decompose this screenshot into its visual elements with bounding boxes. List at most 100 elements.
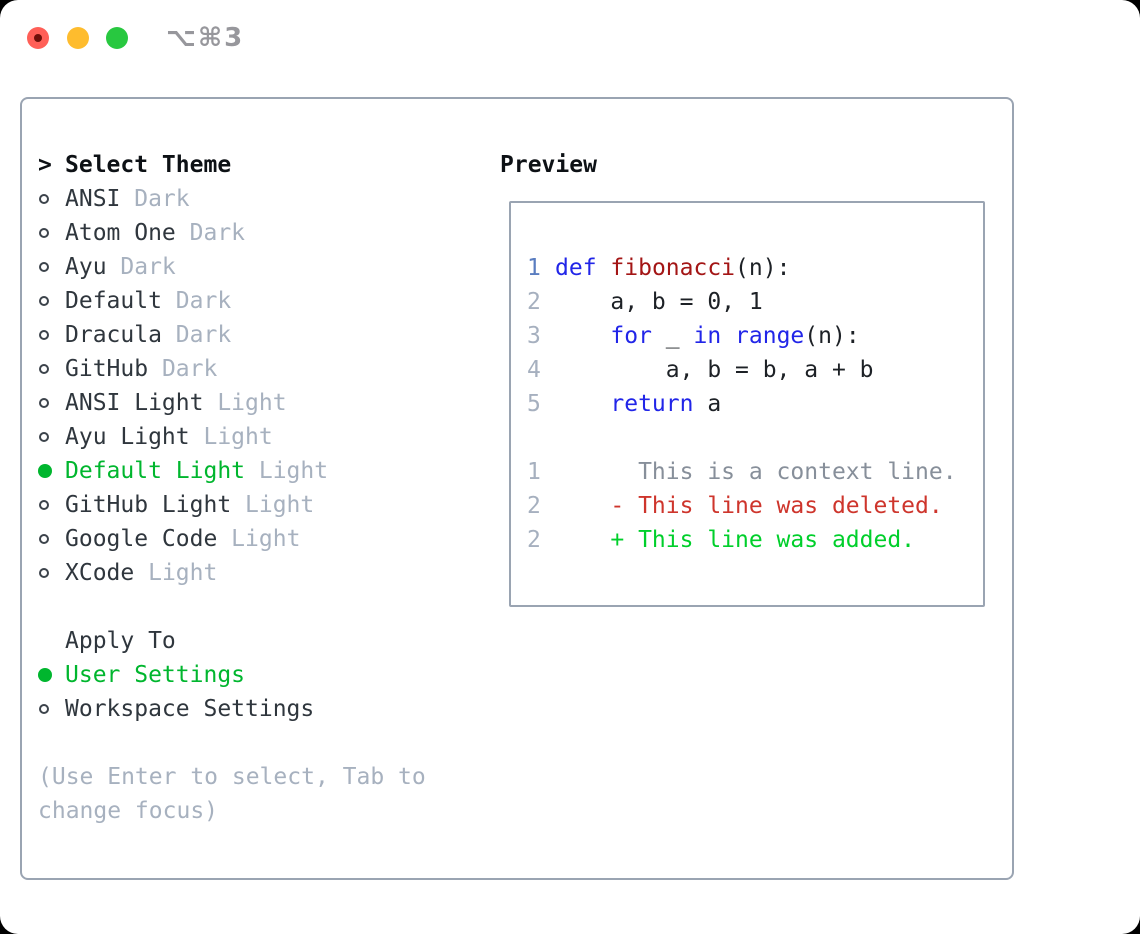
apply-to-header: Apply To (38, 624, 488, 658)
theme-option[interactable]: GitHub Dark (38, 352, 488, 386)
theme-name: Google Code (65, 526, 218, 552)
preview-line: 2 a, b = 0, 1 (527, 285, 975, 319)
code-segment: a, b = 0, 1 (555, 289, 763, 315)
radio-icon (39, 228, 49, 238)
select-theme-header: > Select Theme (38, 148, 488, 182)
theme-option[interactable]: Atom One Dark (38, 216, 488, 250)
radio-icon (39, 568, 49, 578)
preview-line: 3 for _ in range(n): (527, 319, 975, 353)
code-segment (721, 323, 735, 349)
code-segment: - This line was deleted. (555, 493, 943, 519)
theme-option[interactable]: GitHub Light Light (38, 488, 488, 522)
theme-variant: Dark (148, 356, 218, 382)
theme-variant: Light (231, 492, 315, 518)
code-segment: def (555, 255, 597, 281)
apply-option-label: User Settings (65, 662, 246, 688)
theme-variant: Dark (175, 220, 246, 246)
theme-option[interactable]: Default Light Light (38, 454, 488, 488)
line-number: 1 (527, 255, 541, 281)
line-number: 2 (527, 493, 541, 519)
help-line: change focus) (38, 798, 219, 824)
radio-icon (39, 364, 49, 374)
theme-option[interactable]: Ayu Dark (38, 250, 488, 284)
code-segment: in (693, 323, 722, 349)
help-line: (Use Enter to select, Tab to (38, 764, 426, 790)
radio-icon (39, 194, 49, 204)
code-segment: fibonacci (610, 255, 736, 281)
radio-icon (39, 330, 49, 340)
code-segment: _ (651, 323, 694, 349)
theme-option[interactable]: ANSI Light Light (38, 386, 488, 420)
line-number: 2 (527, 289, 541, 315)
radio-icon (39, 262, 49, 272)
theme-name: Ayu Light (65, 424, 190, 450)
select-theme-title: Select Theme (65, 152, 232, 178)
theme-name: XCode (65, 560, 135, 586)
theme-variant: Dark (106, 254, 176, 280)
zoom-traffic-light-button[interactable] (106, 27, 128, 49)
theme-name: Default (65, 288, 162, 314)
theme-option[interactable]: Google Code Light (38, 522, 488, 556)
theme-variant: Dark (161, 288, 232, 314)
code-segment: for (610, 323, 652, 349)
apply-to-title: Apply To (65, 628, 176, 654)
code-segment: (n): (804, 323, 860, 349)
theme-option[interactable]: ANSI Dark (38, 182, 488, 216)
radio-icon (39, 500, 49, 510)
apply-option[interactable]: User Settings (38, 658, 488, 692)
radio-icon (39, 296, 49, 306)
code-segment: + This line was added. (555, 527, 916, 553)
theme-name: Ayu (65, 254, 107, 280)
radio-icon (39, 534, 49, 544)
theme-option[interactable]: XCode Light (38, 556, 488, 590)
code-segment (555, 323, 610, 349)
radio-icon (39, 704, 49, 714)
theme-name: ANSI Light (65, 390, 204, 416)
window-shortcut-label: ⌥⌘3 (166, 23, 245, 53)
theme-name: GitHub Light (65, 492, 232, 518)
line-number: 2 (527, 527, 541, 553)
radio-selected-icon (38, 464, 52, 478)
theme-variant: Light (203, 390, 287, 416)
theme-option[interactable]: Default Dark (38, 284, 488, 318)
theme-name: ANSI (65, 186, 121, 212)
theme-option[interactable]: Ayu Light Light (38, 420, 488, 454)
line-number: 3 (527, 323, 541, 349)
apply-option[interactable]: Workspace Settings (38, 692, 488, 726)
code-segment: return (610, 391, 694, 417)
preview-line: 4 a, b = b, a + b (527, 353, 975, 387)
code-segment: This is a context line. (555, 459, 957, 485)
radio-icon (39, 432, 49, 442)
theme-variant: Light (189, 424, 273, 450)
theme-name: Atom One (65, 220, 176, 246)
theme-variant: Dark (161, 322, 232, 348)
theme-variant: Dark (120, 186, 190, 212)
preview-line: 1 This is a context line. (527, 455, 975, 489)
focus-caret: > (38, 152, 52, 178)
preview-line: 1 def fibonacci(n): (527, 251, 975, 285)
preview-line: 2 + This line was added. (527, 523, 975, 557)
theme-name: GitHub (65, 356, 149, 382)
radio-selected-icon (38, 668, 52, 682)
theme-name: Dracula (65, 322, 162, 348)
code-segment: (n): (735, 255, 791, 281)
line-number: 4 (527, 357, 541, 383)
theme-option[interactable]: Dracula Dark (38, 318, 488, 352)
preview-title: Preview (500, 152, 597, 178)
titlebar: ⌥⌘3 (0, 0, 1140, 76)
preview-line (527, 421, 975, 455)
close-button-dot (34, 34, 42, 42)
minimize-traffic-light-button[interactable] (67, 27, 89, 49)
radio-icon (39, 398, 49, 408)
preview-line: 2 - This line was deleted. (527, 489, 975, 523)
theme-variant: Light (245, 458, 329, 484)
theme-name: Default Light (65, 458, 246, 484)
code-segment (597, 255, 611, 281)
close-traffic-light-button[interactable] (27, 27, 49, 49)
